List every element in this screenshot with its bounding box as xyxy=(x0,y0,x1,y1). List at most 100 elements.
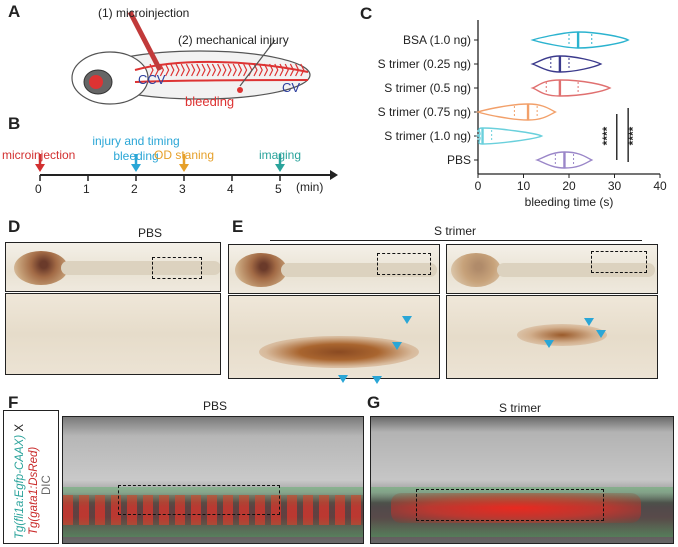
x-axis-label: bleeding time (s) xyxy=(525,195,614,209)
x-tick-label: 20 xyxy=(562,179,576,193)
embryo-head-shape xyxy=(235,253,287,287)
blue-arrowhead-marker xyxy=(544,340,554,348)
somite-line xyxy=(300,63,305,77)
embryo-tail-shape xyxy=(281,263,437,277)
timeline-event-arrowhead xyxy=(179,164,189,172)
panel-f-title: PBS xyxy=(202,399,227,413)
bleeding-stain xyxy=(517,324,607,346)
side-label-text-3: DIC xyxy=(41,475,53,495)
blue-arrowhead-marker xyxy=(392,342,402,350)
label-cv: CV xyxy=(282,80,301,95)
timeline-tick-label: 2 xyxy=(131,182,138,196)
somite-line xyxy=(295,63,300,77)
panel-label-a: A xyxy=(8,2,21,21)
blue-arrowhead-marker xyxy=(596,330,606,338)
somite-line xyxy=(289,63,295,77)
somite-line xyxy=(263,63,269,77)
somite-line xyxy=(232,63,237,77)
blue-arrowhead-marker xyxy=(372,376,382,384)
photo-d-zoom xyxy=(5,293,221,375)
somite-line xyxy=(284,63,289,77)
somite-line xyxy=(201,63,206,77)
somite-line xyxy=(180,63,185,77)
photo-g-fluorescence xyxy=(370,416,674,544)
timeline-event-label: OD staning xyxy=(153,148,215,162)
somite-line xyxy=(206,63,211,77)
zebrafish-embryo-diagram xyxy=(71,10,311,105)
label-bleeding: bleeding xyxy=(185,94,235,109)
embryo-head-shape xyxy=(451,253,501,287)
violin-shape xyxy=(530,31,630,49)
somite-line xyxy=(165,63,170,77)
vessel-green-signal xyxy=(63,487,363,537)
somite-line xyxy=(258,63,263,77)
embryo-tail-shape xyxy=(497,263,655,277)
x-tick-label: 10 xyxy=(517,179,531,193)
violin-shape xyxy=(530,79,612,97)
x-tick-label: 30 xyxy=(608,179,622,193)
y-tick-label: S trimer (1.0 ng) xyxy=(384,129,471,143)
label-mechanical-injury: (2) mechanical injury xyxy=(178,33,289,47)
side-label-x: X xyxy=(14,423,26,435)
side-label-text-2: Tg(gata1:DsRed) xyxy=(28,447,40,535)
photo-e2-zoom xyxy=(446,295,658,379)
bleeding-stain xyxy=(259,336,419,368)
region-of-interest-box xyxy=(416,489,604,521)
side-label-fli1a: Tg(fli1a:Egfp-CAAX) xyxy=(14,434,26,539)
panel-label-f: F xyxy=(8,393,19,412)
somite-line xyxy=(159,63,165,77)
somite-line xyxy=(170,63,175,77)
timeline-event-label: imaging xyxy=(258,148,302,162)
timeline-tick-label: 4 xyxy=(227,182,234,196)
timeline xyxy=(35,154,338,181)
photo-e1-zoom xyxy=(228,295,440,379)
panel-g-title: S trimer xyxy=(499,401,541,415)
photo-f-fluorescence xyxy=(62,416,364,544)
side-label-dic: DIC xyxy=(41,475,53,495)
embryo-head-shape xyxy=(14,251,68,285)
significance-label: **** xyxy=(626,126,640,145)
side-label-gata1: Tg(gata1:DsRed) xyxy=(28,446,40,535)
side-label-text: Tg(fli1a:Egfp-CAAX) X xyxy=(14,424,26,539)
vessel-green-signal xyxy=(371,487,673,537)
panel-label-g: G xyxy=(367,393,381,412)
region-of-interest-box xyxy=(118,485,280,515)
somite-line xyxy=(243,63,248,77)
panel-f-side-label-box: Tg(fli1a:Egfp-CAAX) X Tg(gata1:DsRed) DI… xyxy=(3,410,59,544)
timeline-tick-label: 0 xyxy=(35,182,42,196)
violin-shape xyxy=(475,103,557,121)
region-of-interest-box xyxy=(591,251,647,273)
somite-line xyxy=(227,63,232,77)
embryo-tail-shape xyxy=(61,261,220,275)
label-microinjection: (1) microinjection xyxy=(98,6,190,20)
region-of-interest-box xyxy=(377,253,431,275)
significance-label: **** xyxy=(600,126,614,145)
y-tick-label: PBS xyxy=(447,153,471,167)
timeline-event-arrowhead xyxy=(275,164,285,172)
region-of-interest-box xyxy=(152,257,202,279)
timeline-tick-label: 5 xyxy=(275,182,282,196)
somite-line xyxy=(149,63,154,77)
violin-shape xyxy=(530,55,603,73)
somite-line xyxy=(269,63,274,77)
somite-line xyxy=(217,63,222,77)
y-tick-label: S trimer (0.75 ng) xyxy=(378,105,471,119)
panel-e-title: S trimer xyxy=(434,224,476,238)
somite-line xyxy=(279,63,284,77)
timeline-tick-label: 1 xyxy=(83,182,90,196)
blood-cell-stream xyxy=(63,495,363,525)
somite-line xyxy=(196,63,201,77)
y-tick-label: BSA (1.0 ng) xyxy=(403,33,471,47)
panel-label-e: E xyxy=(232,217,244,236)
timeline-event-arrowhead xyxy=(35,164,45,172)
somite-line xyxy=(237,63,243,77)
timeline-event-arrowhead xyxy=(131,164,141,172)
timeline-event-label: injury and timing bleeding xyxy=(92,134,180,163)
label-ccv: CCV xyxy=(138,72,166,87)
y-tick-label: S trimer (0.5 ng) xyxy=(384,81,471,95)
somite-line xyxy=(274,63,279,77)
photo-e1-whole-embryo xyxy=(228,244,440,294)
timeline-tick-label: 3 xyxy=(179,182,186,196)
x-tick-label: 0 xyxy=(475,179,482,193)
